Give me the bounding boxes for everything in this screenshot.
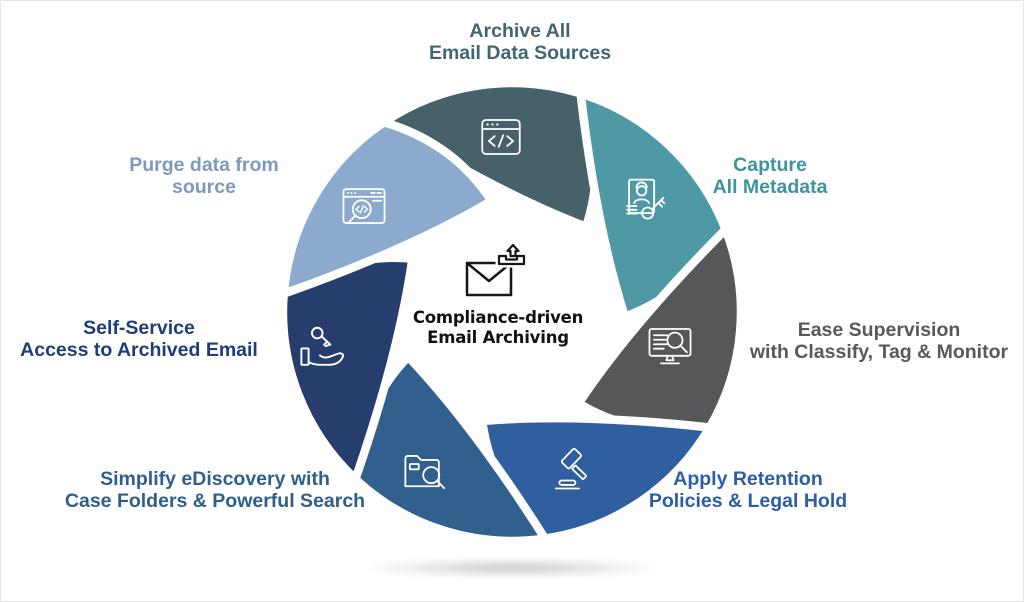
- label-simplify-ediscovery: Simplify eDiscovery with Case Folders & …: [64, 468, 366, 512]
- blade-purge-data: [279, 117, 496, 298]
- label-capture-metadata: Capture All Metadata: [712, 154, 828, 198]
- id-card-key-icon: [617, 175, 669, 227]
- monitor-inspect-icon: [645, 321, 695, 371]
- center-title-line2: Email Archiving: [427, 328, 569, 347]
- center-title-line1: Compliance-driven: [412, 308, 584, 327]
- gavel-icon: [550, 447, 600, 497]
- label-purge-data: Purge data from source: [129, 154, 279, 198]
- label-self-service: Self-Service Access to Archived Email: [20, 317, 258, 361]
- ground-shadow: [359, 557, 663, 579]
- hand-key-icon: [297, 321, 351, 373]
- label-apply-retention: Apply Retention Policies & Legal Hold: [648, 468, 848, 512]
- folder-search-icon: [400, 447, 450, 497]
- label-archive-sources: Archive All Email Data Sources: [428, 20, 612, 64]
- browser-code-search-icon: [339, 182, 389, 232]
- code-window-icon: [476, 112, 526, 162]
- center-title: Compliance-driven Email Archiving: [412, 308, 584, 348]
- email-upload-archive-icon: [457, 243, 533, 305]
- label-ease-supervision: Ease Supervision with Classify, Tag & Mo…: [749, 319, 1009, 363]
